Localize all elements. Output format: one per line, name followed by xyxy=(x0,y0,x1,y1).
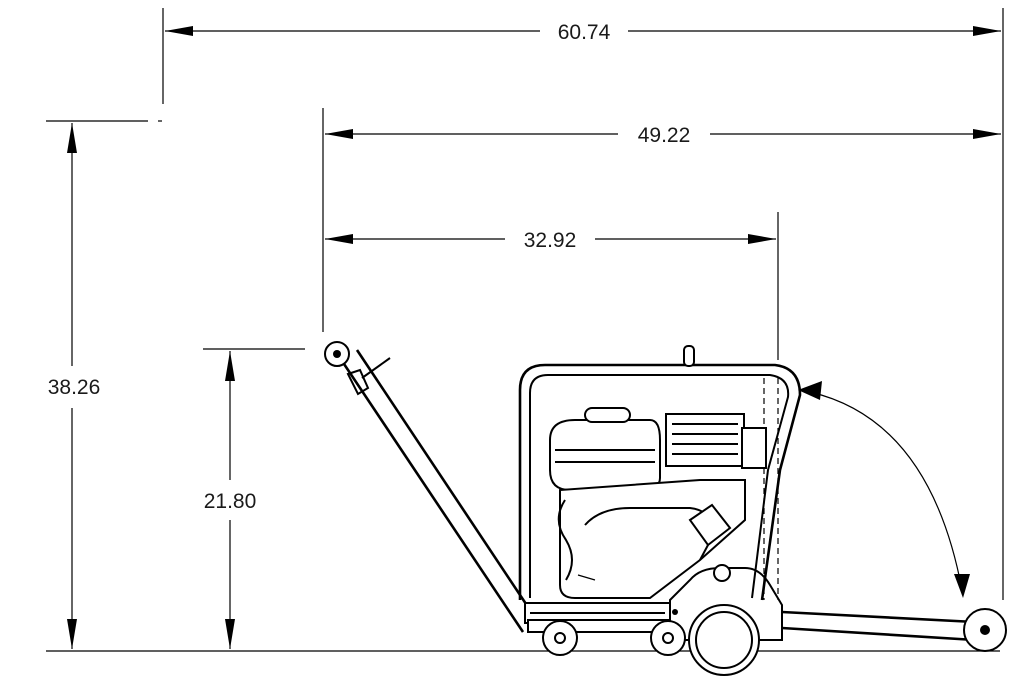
dimension-value: 32.92 xyxy=(524,229,577,252)
dimension-handle-to-frame: 32.92 xyxy=(325,212,779,360)
machine-illustration xyxy=(324,341,1007,676)
handle-pivot-center xyxy=(333,350,341,358)
handle-clamp xyxy=(346,368,370,396)
dimension-value: 49.22 xyxy=(638,124,691,147)
fuel-cap xyxy=(584,407,631,423)
arrow-up-icon xyxy=(67,123,77,153)
arrow-right-icon xyxy=(973,129,1001,139)
arc-line xyxy=(809,391,963,591)
dimension-handle-height: 21.80 xyxy=(203,348,305,649)
blade-hub-bolt xyxy=(713,564,731,582)
frame-inner xyxy=(529,374,790,599)
frame-cage xyxy=(518,345,802,601)
arrow-right-icon xyxy=(973,26,1001,36)
cylinder-head xyxy=(665,413,745,467)
engine xyxy=(549,407,767,599)
handle-bar xyxy=(324,341,540,633)
rear-wheel xyxy=(688,604,760,676)
lift-hook xyxy=(683,345,695,367)
dimension-value: 21.80 xyxy=(204,490,257,513)
dimension-overall-length: 60.74 xyxy=(162,8,1004,600)
wheels xyxy=(542,604,1007,676)
arrow-left-icon xyxy=(165,26,193,36)
cooling-fins xyxy=(672,423,738,455)
carburetor xyxy=(688,503,732,547)
arrow-down-icon xyxy=(225,619,235,649)
arc-arrow-top-icon xyxy=(798,381,822,400)
arrow-up-icon xyxy=(225,351,235,381)
arc-arrow-bottom-icon xyxy=(954,574,970,598)
swing-arc xyxy=(798,381,970,598)
dimension-value: 38.26 xyxy=(48,376,101,399)
muffler xyxy=(741,427,767,469)
dimension-overall-height: 38.26 xyxy=(46,120,1000,652)
handle-lever xyxy=(361,357,391,379)
arrow-down-icon xyxy=(67,619,77,649)
pull-cord xyxy=(557,499,573,581)
rear-arm xyxy=(781,610,976,642)
dimension-value: 60.74 xyxy=(558,21,611,44)
arrow-left-icon xyxy=(325,234,353,244)
fuel-tank xyxy=(549,419,661,491)
dimension-handle-to-rear: 49.22 xyxy=(322,108,1001,332)
arrow-left-icon xyxy=(325,129,353,139)
frame-outer xyxy=(518,363,802,601)
arrow-right-icon xyxy=(748,234,776,244)
